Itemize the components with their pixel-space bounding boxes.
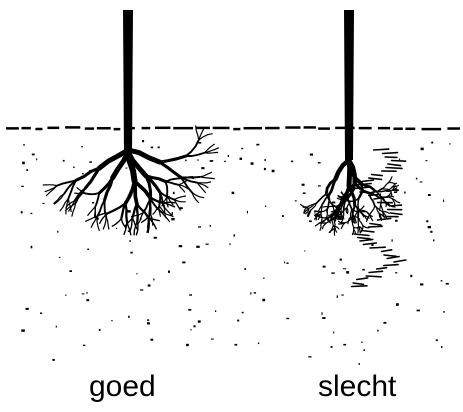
bad-root-system bbox=[301, 149, 406, 286]
good-tree-trunk bbox=[123, 10, 133, 155]
caption-good: goed bbox=[89, 372, 156, 402]
good-tree bbox=[43, 10, 218, 235]
soil-surface-line bbox=[6, 126, 460, 130]
caption-bad: slecht bbox=[318, 372, 396, 402]
bad-tree-trunk bbox=[344, 10, 354, 160]
bad-tree bbox=[301, 10, 406, 287]
